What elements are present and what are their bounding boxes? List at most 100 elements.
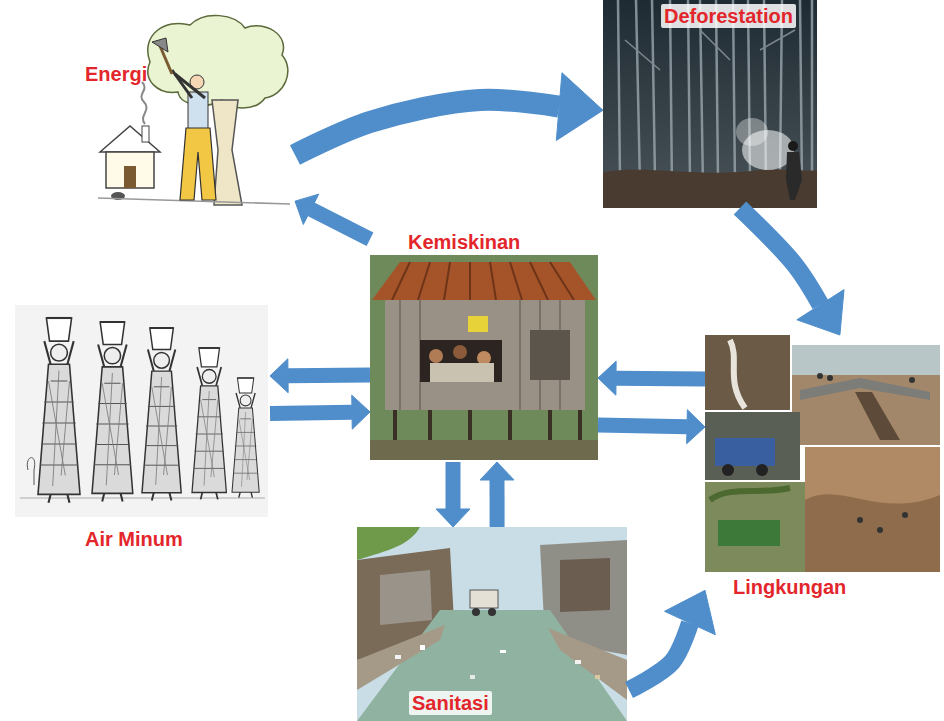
illustration-part <box>909 377 915 383</box>
illustration-part <box>705 335 790 410</box>
illustration-part <box>618 0 812 190</box>
illustration-part <box>855 392 900 440</box>
illustration-part <box>453 345 467 359</box>
illustration-part <box>805 447 940 572</box>
illustration-part <box>710 488 790 500</box>
node-label: Sanitasi <box>409 691 492 715</box>
illustration-part <box>392 262 574 300</box>
arrow-head <box>556 73 603 141</box>
connector-shaft <box>740 208 820 305</box>
illustration-part <box>380 570 432 625</box>
picture-node: Sanitasi <box>357 527 629 721</box>
picture-node: Kemiskinan <box>370 230 598 462</box>
connector-shaft <box>311 209 370 239</box>
deforestation-photo <box>603 0 817 208</box>
connector-shaft <box>295 100 559 155</box>
illustration-part <box>372 262 596 300</box>
illustration-part <box>420 645 425 650</box>
connector-arrow <box>480 462 514 527</box>
illustration-part <box>488 608 496 616</box>
connector-arrow <box>295 73 603 155</box>
illustration-part <box>756 464 768 476</box>
illustration-part <box>430 363 494 382</box>
arrow-head <box>480 462 514 480</box>
illustration-part <box>722 464 734 476</box>
illustration-part <box>142 328 181 500</box>
illustration-part <box>175 74 205 98</box>
illustration-part <box>192 348 226 499</box>
illustration-part <box>575 660 581 664</box>
illustration-part <box>420 340 502 382</box>
illustration-part <box>792 345 940 375</box>
environment-photos <box>705 335 940 572</box>
connector-arrow <box>436 462 470 527</box>
illustration-part <box>705 335 940 572</box>
illustration-part <box>817 373 823 379</box>
illustration-part <box>857 517 863 523</box>
illustration-part <box>805 494 940 572</box>
illustration-part <box>370 255 598 460</box>
illustration-part <box>603 0 817 208</box>
sanitation-photo <box>357 527 627 721</box>
node-label: Kemiskinan <box>408 230 520 254</box>
illustration-part <box>148 15 288 108</box>
arrow-head <box>665 590 716 634</box>
illustration-part <box>792 345 940 445</box>
illustration-part <box>370 440 598 460</box>
illustration-part <box>788 141 798 151</box>
connector-shaft <box>445 462 460 509</box>
connector-arrow <box>740 208 844 335</box>
illustration-part <box>232 378 259 498</box>
illustration-part <box>472 608 480 616</box>
poverty-photo <box>370 255 598 460</box>
illustration-part <box>603 169 817 208</box>
picture-node: Lingkungan <box>705 335 940 601</box>
arrow-head <box>436 509 470 527</box>
illustration-part <box>827 375 833 381</box>
connector-arrow <box>598 361 705 395</box>
connector-shaft <box>598 425 687 427</box>
connector-shaft <box>629 623 690 690</box>
water-carrying-drawing <box>15 305 268 517</box>
illustration-part <box>548 628 627 700</box>
arrow-head <box>270 359 288 393</box>
illustration-part <box>477 351 491 365</box>
illustration-part <box>95 15 290 205</box>
connector-arrow <box>295 194 370 239</box>
illustration-part <box>470 675 475 679</box>
illustration-part <box>595 675 600 679</box>
illustration-part <box>180 128 216 200</box>
illustration-part <box>718 520 780 546</box>
connector-arrow <box>598 410 705 444</box>
illustration-part <box>385 300 585 410</box>
illustration-part <box>736 118 768 146</box>
illustration-part <box>100 126 160 152</box>
illustration-part <box>212 100 242 205</box>
illustration-part <box>500 650 506 653</box>
illustration-part <box>470 590 498 608</box>
illustration-part <box>786 152 802 200</box>
illustration-part <box>715 438 775 466</box>
node-label: Air Minum <box>85 527 183 551</box>
illustration-part <box>27 458 34 485</box>
illustration-part <box>15 305 268 517</box>
illustration-part <box>357 625 445 690</box>
arrow-head <box>598 361 616 395</box>
connector-shaft <box>288 368 370 384</box>
arrow-head <box>797 290 844 335</box>
connector-arrow <box>270 359 370 393</box>
connector-arrow <box>270 395 370 429</box>
illustration-part <box>357 610 627 721</box>
illustration-part <box>530 330 570 380</box>
illustration-part <box>106 152 154 188</box>
illustration-part <box>20 498 265 499</box>
arrow-head <box>687 410 705 444</box>
illustration-part <box>705 412 800 480</box>
connector-shaft <box>270 412 352 413</box>
connector-shaft <box>490 480 505 527</box>
illustration-part <box>92 322 133 502</box>
illustration-part <box>38 318 80 503</box>
node-label: Lingkungan <box>733 575 846 599</box>
illustration-part <box>142 126 149 142</box>
illustration-part <box>625 30 795 70</box>
